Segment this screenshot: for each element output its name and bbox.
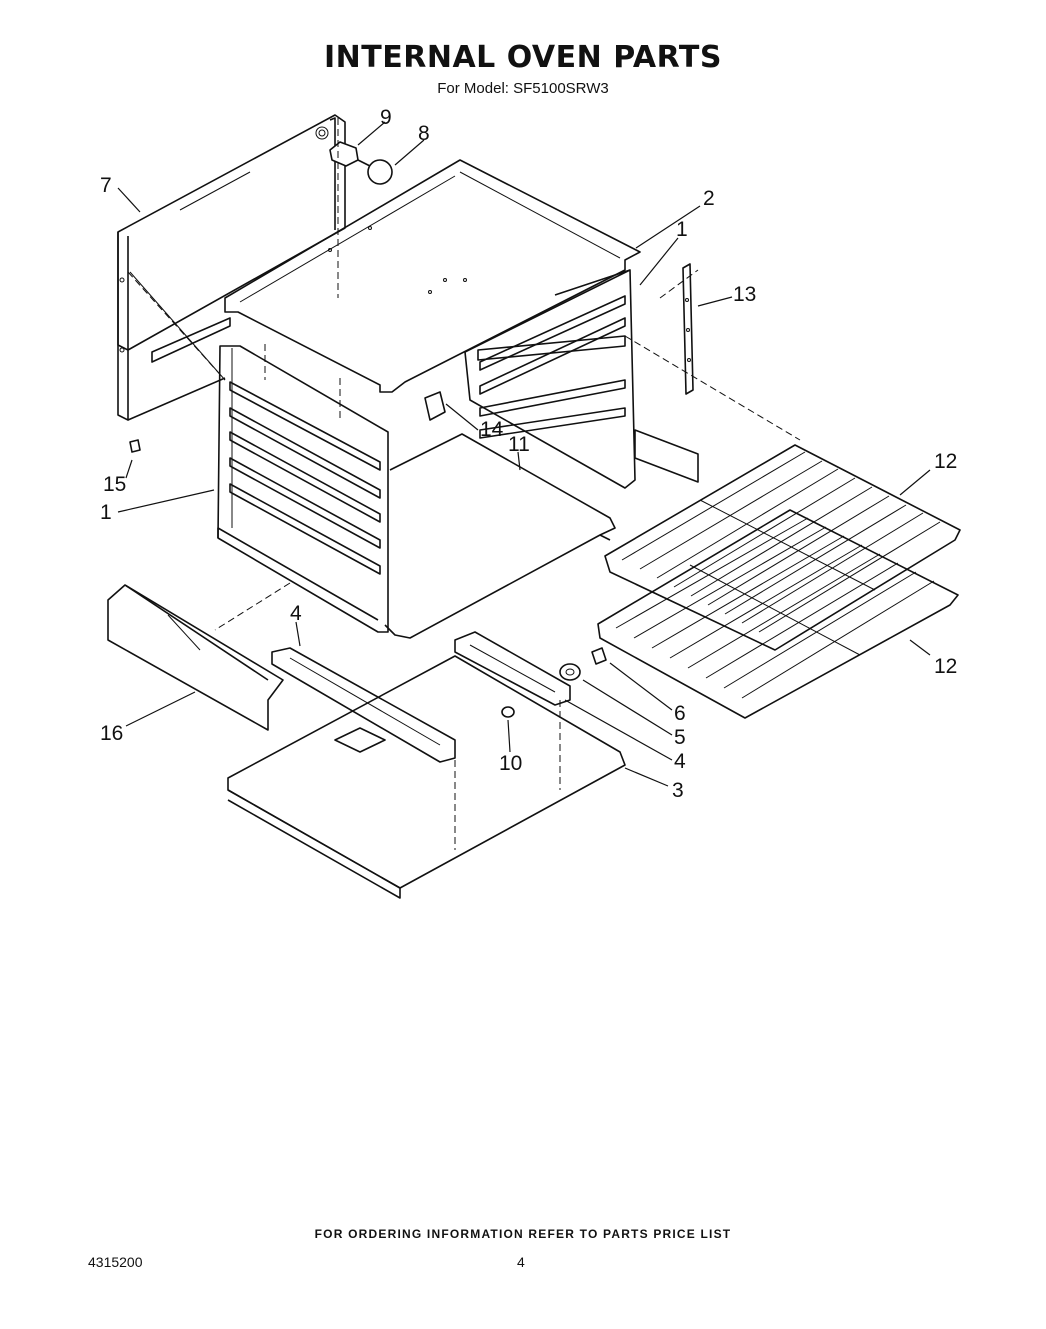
page-title: INTERNAL OVEN PARTS <box>324 40 722 75</box>
callout-12-lower: 12 <box>934 655 957 678</box>
callout-1-top: 1 <box>676 218 688 241</box>
callout-16: 16 <box>100 722 123 745</box>
document-number: 4315200 <box>88 1254 143 1270</box>
callout-8: 8 <box>418 122 430 145</box>
callout-4-right: 4 <box>674 750 686 773</box>
callout-6: 6 <box>674 702 686 725</box>
fastener-part <box>129 439 141 453</box>
oven-cavity-top <box>224 159 641 393</box>
callout-2: 2 <box>703 187 715 210</box>
trim-strip-part <box>682 263 694 395</box>
callout-5: 5 <box>674 726 686 749</box>
oven-cavity-bottom <box>384 433 616 639</box>
model-subtitle: For Model: SF5100SRW3 <box>437 80 609 97</box>
callout-1-left: 1 <box>100 501 112 524</box>
bracket-clip-part <box>424 391 446 421</box>
bottom-panel-part <box>227 655 626 899</box>
right-flange <box>634 429 699 483</box>
bottom-rail-left <box>271 647 456 763</box>
callout-4-left: 4 <box>290 602 302 625</box>
oven-light-assembly <box>329 141 393 185</box>
nut-part <box>501 706 515 718</box>
screw-part <box>591 647 607 665</box>
callout-3: 3 <box>672 779 684 802</box>
oven-rack-upper <box>604 444 961 651</box>
callout-13: 13 <box>733 283 756 306</box>
callout-9: 9 <box>380 106 392 129</box>
callout-11: 11 <box>508 433 530 456</box>
page-number: 4 <box>517 1254 525 1270</box>
ordering-note: FOR ORDERING INFORMATION REFER TO PARTS … <box>314 1227 732 1241</box>
alignment-lines <box>127 118 801 850</box>
spacer-part <box>559 663 581 681</box>
callout-15: 15 <box>103 473 126 496</box>
right-side-panel <box>464 269 636 489</box>
callout-12-upper: 12 <box>934 450 957 473</box>
callout-14: 14 <box>480 418 504 441</box>
oven-rack-lower <box>597 509 959 719</box>
bottom-rail-right <box>454 631 571 706</box>
callout-7: 7 <box>100 174 112 197</box>
callout-10: 10 <box>499 752 522 775</box>
part-callouts: 7 9 8 2 1 13 14 11 12 15 1 4 12 6 16 5 1… <box>100 106 957 802</box>
left-side-panel <box>217 345 389 633</box>
leader-lines <box>117 121 931 787</box>
front-trim-part <box>107 584 284 731</box>
